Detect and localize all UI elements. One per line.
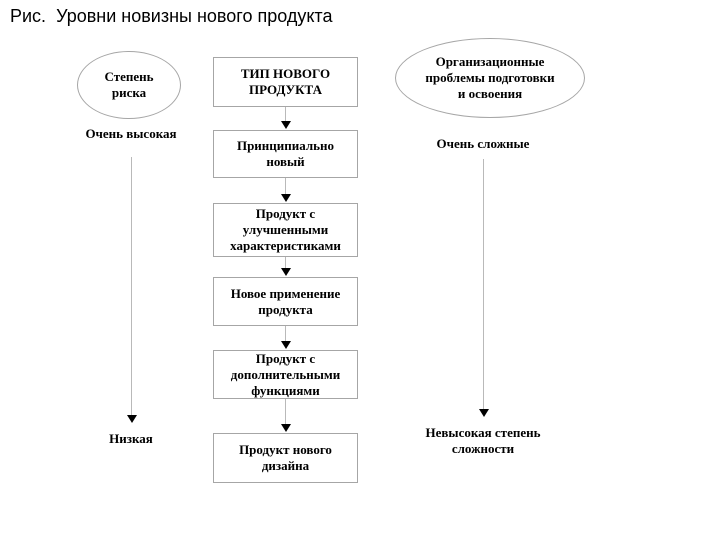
connector-line bbox=[285, 257, 286, 269]
product-type-header-box: ТИП НОВОГО ПРОДУКТА bbox=[213, 57, 358, 107]
connector-line bbox=[285, 399, 286, 425]
complexity-arrowhead-icon bbox=[479, 409, 489, 417]
figure-caption: Рис. Уровни новизны нового продукта bbox=[10, 6, 333, 26]
org-problems-ellipse: Организационные проблемы подготовки и ос… bbox=[395, 38, 585, 118]
connector-arrowhead-icon bbox=[281, 194, 291, 202]
risk-arrow-line bbox=[131, 157, 132, 415]
flow-box-fundamentally-new: Принципиально новый bbox=[213, 130, 358, 178]
connector-line bbox=[285, 326, 286, 342]
connector-arrowhead-icon bbox=[281, 424, 291, 432]
connector-line bbox=[285, 107, 286, 122]
risk-top-label: Очень высокая bbox=[85, 126, 177, 141]
flow-box-additional-functions: Продукт с дополнительными функциями bbox=[213, 350, 358, 399]
flow-box-improved-characteristics: Продукт с улучшенными характеристиками bbox=[213, 203, 358, 257]
connector-line bbox=[285, 178, 286, 195]
risk-arrowhead-icon bbox=[127, 415, 137, 423]
risk-bottom-label: Низкая bbox=[109, 431, 153, 446]
flow-box-new-design: Продукт нового дизайна bbox=[213, 433, 358, 483]
connector-arrowhead-icon bbox=[281, 341, 291, 349]
flow-box-new-application: Новое применение продукта bbox=[213, 277, 358, 326]
risk-ellipse: Степень риска bbox=[77, 51, 181, 119]
connector-arrowhead-icon bbox=[281, 121, 291, 129]
complexity-top-label: Очень сложные bbox=[436, 136, 530, 151]
complexity-arrow-line bbox=[483, 159, 484, 409]
connector-arrowhead-icon bbox=[281, 268, 291, 276]
complexity-bottom-label: Невысокая степень сложности bbox=[425, 425, 541, 456]
